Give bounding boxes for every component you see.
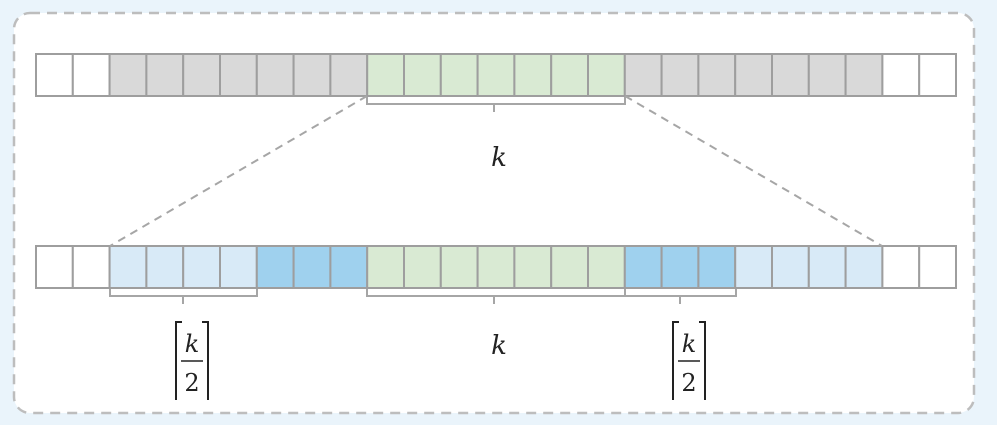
left-frac-numerator: k bbox=[185, 330, 200, 358]
bottom-cell-light_blue bbox=[182, 245, 221, 289]
top-k-label: k bbox=[491, 143, 507, 173]
bottom-cell-blue bbox=[623, 245, 663, 289]
top-cell-gray bbox=[734, 53, 774, 97]
top-cell-gray bbox=[219, 53, 258, 97]
bottom-cell-light_blue bbox=[145, 245, 185, 289]
right-projection-line bbox=[624, 95, 883, 247]
top-cell-gray bbox=[844, 53, 884, 97]
right-frac-denominator: 2 bbox=[681, 369, 696, 397]
left-frac-denominator: 2 bbox=[184, 369, 199, 397]
top-cell-white bbox=[35, 53, 74, 97]
top-cell-green bbox=[403, 53, 442, 97]
top-k-bracket bbox=[366, 97, 626, 112]
bottom-cell-white bbox=[35, 245, 74, 289]
bottom-cell-white bbox=[918, 245, 958, 289]
left-ceil-bracket-right bbox=[202, 321, 209, 400]
top-cell-green bbox=[476, 53, 516, 97]
bottom-k-label: k bbox=[491, 331, 507, 361]
top-cell-gray bbox=[660, 53, 700, 97]
top-cell-green bbox=[513, 53, 553, 97]
right-ceil-k-half: k 2 bbox=[672, 321, 706, 400]
bottom-cell-green bbox=[403, 245, 442, 289]
right-ceil-bracket-right bbox=[699, 321, 706, 400]
top-cell-gray bbox=[623, 53, 663, 97]
top-cell-gray bbox=[292, 53, 332, 97]
dashed-panel bbox=[12, 11, 976, 415]
bottom-cell-blue bbox=[697, 245, 737, 289]
top-cell-green bbox=[550, 53, 590, 97]
left-projection-line bbox=[109, 95, 368, 247]
top-cell-green bbox=[366, 53, 406, 97]
top-cell-gray bbox=[329, 53, 369, 97]
bottom-cell-white bbox=[71, 245, 111, 289]
top-cell-green bbox=[439, 53, 479, 97]
top-cell-green bbox=[587, 53, 626, 97]
top-token-row bbox=[35, 53, 958, 97]
bottom-right-bracket bbox=[624, 289, 737, 304]
bottom-cell-light_blue bbox=[219, 245, 258, 289]
bottom-cell-green bbox=[439, 245, 479, 289]
bottom-cell-light_blue bbox=[771, 245, 810, 289]
top-cell-white bbox=[881, 53, 921, 97]
top-cell-gray bbox=[807, 53, 847, 97]
bottom-cell-green bbox=[476, 245, 516, 289]
bottom-cell-green bbox=[550, 245, 590, 289]
bottom-cell-light_blue bbox=[807, 245, 847, 289]
bottom-cell-green bbox=[513, 245, 553, 289]
top-cell-white bbox=[918, 53, 958, 97]
top-cell-gray bbox=[108, 53, 148, 97]
top-cell-gray bbox=[145, 53, 185, 97]
bottom-token-row bbox=[35, 245, 958, 289]
bottom-cell-light_blue bbox=[844, 245, 884, 289]
bottom-cell-blue bbox=[329, 245, 369, 289]
bottom-cell-white bbox=[881, 245, 921, 289]
top-cell-gray bbox=[697, 53, 737, 97]
left-ceil-bracket-left bbox=[175, 321, 182, 400]
top-cell-gray bbox=[182, 53, 221, 97]
bottom-cell-light_blue bbox=[108, 245, 148, 289]
top-cell-gray bbox=[771, 53, 810, 97]
top-cell-white bbox=[71, 53, 111, 97]
left-ceil-k-half: k 2 bbox=[175, 321, 209, 400]
top-cell-gray bbox=[255, 53, 295, 97]
bottom-cell-blue bbox=[660, 245, 700, 289]
right-frac-numerator: k bbox=[682, 330, 697, 358]
bottom-cell-green bbox=[366, 245, 406, 289]
right-ceil-bracket-left bbox=[672, 321, 679, 400]
bottom-left-bracket bbox=[109, 289, 258, 304]
bottom-cell-green bbox=[587, 245, 626, 289]
bottom-cell-light_blue bbox=[734, 245, 774, 289]
bottom-cell-blue bbox=[255, 245, 295, 289]
bottom-cell-blue bbox=[292, 245, 332, 289]
